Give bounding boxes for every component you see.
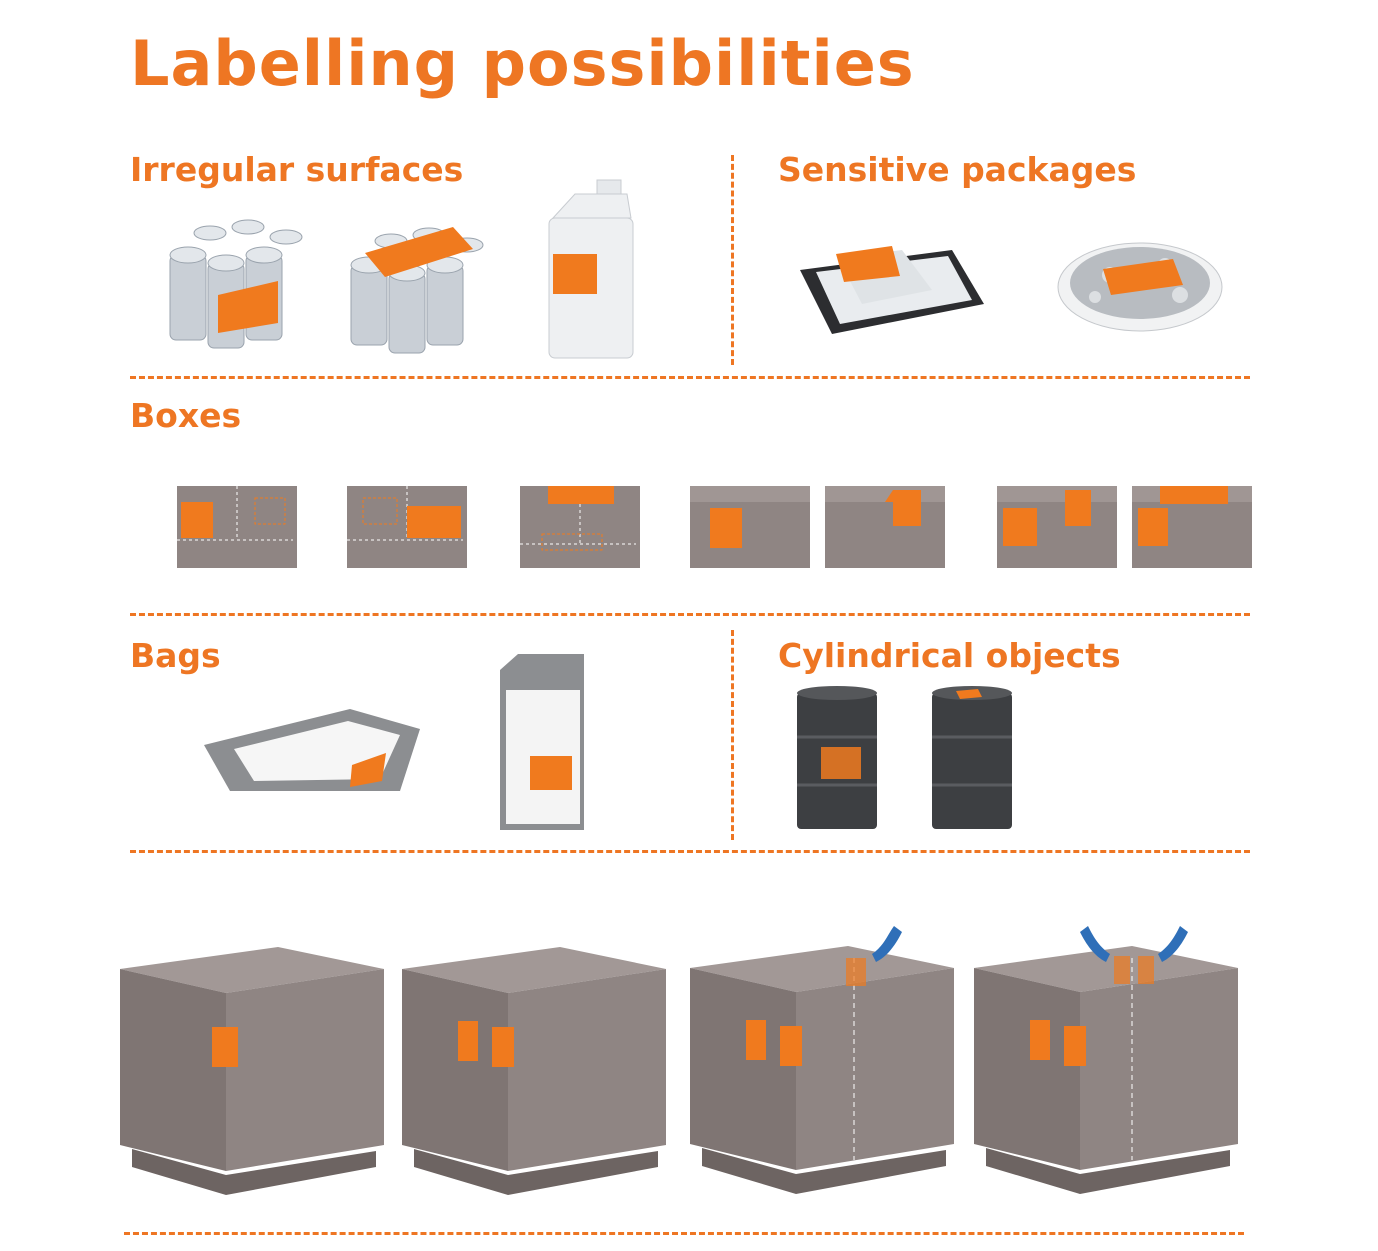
- label-mark: [553, 254, 597, 294]
- rotate-arrow-icon: [1158, 926, 1188, 962]
- meat-tray-icon: [800, 246, 984, 334]
- pallet-icon: [690, 926, 954, 1194]
- label-mark: [530, 756, 572, 790]
- pizza-icon: [1057, 242, 1223, 332]
- label-mark: [1103, 259, 1183, 295]
- pallet-icon: [120, 947, 384, 1195]
- label-mark: [1030, 1020, 1050, 1060]
- flat-bag-icon: [204, 709, 420, 791]
- can-six-pack-icon: [169, 219, 303, 349]
- cardboard-box-icon: [997, 486, 1117, 568]
- divider-after-boxes: [130, 613, 1250, 616]
- label-mark: [710, 508, 742, 548]
- label-mark: [1064, 1026, 1086, 1066]
- label-mark: [885, 490, 921, 526]
- label-mark: [1003, 508, 1037, 546]
- label-mark: [458, 1021, 478, 1061]
- label-mark: [407, 506, 461, 538]
- cardboard-box-icon: [520, 486, 640, 568]
- label-mark: [218, 281, 278, 333]
- label-mark: [212, 1027, 238, 1067]
- heading-sensitive-packages: Sensitive packages: [778, 150, 1137, 189]
- label-mark: [365, 227, 473, 277]
- label-mark: [956, 689, 982, 699]
- cardboard-box-icon: [347, 486, 467, 568]
- page-title: Labelling possibilities: [130, 27, 915, 100]
- label-mark: [1160, 486, 1228, 504]
- pallet-icon: [974, 926, 1238, 1194]
- label-mark: [780, 1026, 802, 1066]
- pallet-icon: [402, 947, 666, 1195]
- label-mark: [181, 502, 213, 538]
- label-mark: [548, 486, 614, 504]
- rotate-arrow-icon: [872, 926, 902, 962]
- label-mark: [1114, 956, 1130, 984]
- heading-boxes: Boxes: [130, 396, 242, 435]
- label-mark: [1138, 956, 1154, 984]
- label-mark: [846, 958, 866, 986]
- label-mark: [350, 753, 386, 787]
- oil-drum-icon: [797, 686, 877, 829]
- label-mark: [821, 747, 861, 779]
- divider-vertical-bottom: [731, 630, 734, 840]
- divider-after-irregular: [130, 376, 1250, 379]
- label-mark: [492, 1027, 514, 1067]
- cardboard-box-icon: [825, 486, 945, 568]
- heading-cylindrical-objects: Cylindrical objects: [778, 636, 1121, 675]
- heading-irregular-surfaces: Irregular surfaces: [130, 150, 464, 189]
- plastic-canister-icon: [548, 179, 634, 359]
- can-six-pack-top-label-icon: [350, 227, 484, 354]
- cardboard-box-icon: [690, 486, 810, 568]
- label-mark: [1065, 490, 1091, 526]
- oil-drum-icon: [932, 686, 1012, 829]
- divider-vertical-top: [731, 155, 734, 365]
- label-mark: [1138, 508, 1168, 546]
- cardboard-box-icon: [177, 486, 297, 568]
- divider-bottom: [124, 1232, 1244, 1235]
- cardboard-box-icon: [1132, 486, 1252, 568]
- heading-bags: Bags: [130, 636, 221, 675]
- label-mark: [836, 246, 900, 282]
- divider-after-bags: [130, 850, 1250, 853]
- stand-up-pouch-icon: [500, 654, 584, 830]
- label-mark: [746, 1020, 766, 1060]
- rotate-arrow-icon: [1080, 926, 1110, 962]
